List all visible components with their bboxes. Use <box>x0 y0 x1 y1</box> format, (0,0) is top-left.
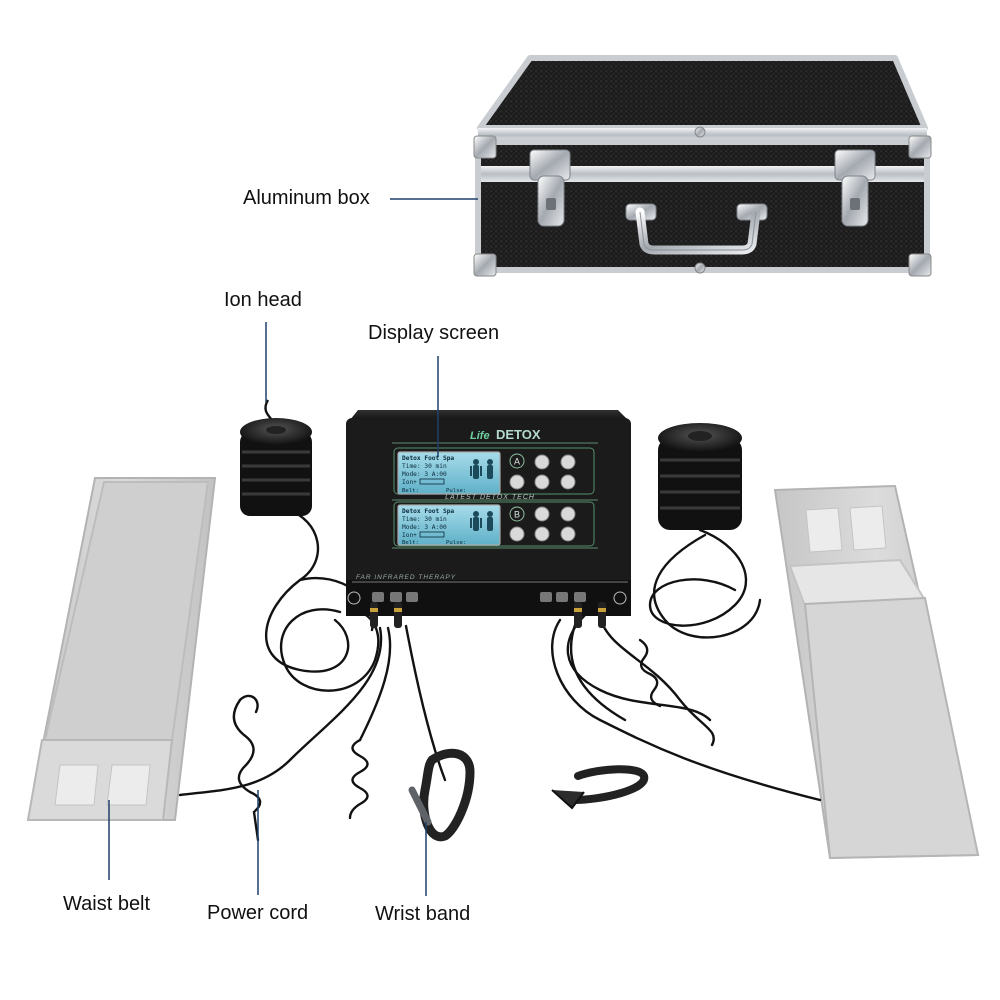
body-figure-icon <box>470 511 493 531</box>
channel-a-label: A <box>514 457 520 467</box>
button-a-1[interactable] <box>534 454 550 470</box>
brand-mark: Life <box>470 430 490 442</box>
svg-text:Pulse:: Pulse: <box>446 540 466 546</box>
bottom-strip-text: FAR INFRARED THERAPY <box>356 574 456 581</box>
cables <box>178 508 822 842</box>
connector-ports <box>347 591 627 628</box>
body-figure-icon <box>470 459 493 479</box>
lcd-screen-a: Detox Foot Spa Time: 30 min Mode: 3 A:00… <box>397 451 501 495</box>
label-display-screen: Display screen <box>368 322 500 344</box>
svg-text:Ion+: Ion+ <box>402 479 417 486</box>
svg-text:Detox Foot Spa: Detox Foot Spa <box>402 508 454 515</box>
waist-belt-left <box>26 477 217 821</box>
svg-text:Detox Foot Spa: Detox Foot Spa <box>402 455 454 462</box>
svg-text:Mode: 3 A:00: Mode: 3 A:00 <box>402 471 447 478</box>
wrist-band-left <box>408 748 475 842</box>
lcd-screen-b: Detox Foot Spa Time: 30 min Mode: 3 A:00… <box>397 504 501 546</box>
button-a-4[interactable] <box>560 474 576 490</box>
svg-text:Time: 30 min: Time: 30 min <box>402 463 447 470</box>
case-latch-left <box>529 149 571 227</box>
ion-head-right <box>658 423 742 530</box>
label-waist-belt: Waist belt <box>63 893 151 915</box>
svg-text:Belt:: Belt: <box>402 488 419 494</box>
button-b-4[interactable] <box>560 526 576 542</box>
label-ion-head: Ion head <box>224 289 302 311</box>
button-b-2[interactable] <box>509 526 525 542</box>
wrist-band-right <box>551 765 649 810</box>
waist-belt-right <box>773 484 980 860</box>
svg-text:Time: 30 min: Time: 30 min <box>402 516 447 523</box>
button-b-power[interactable] <box>560 506 576 522</box>
detox-device: Life DETOX Detox Foot Spa Time: 30 min M… <box>346 410 631 628</box>
svg-text:Belt:: Belt: <box>402 540 419 546</box>
label-aluminum-box: Aluminum box <box>243 187 370 209</box>
case-latch-right <box>834 149 876 227</box>
svg-text:Ion+: Ion+ <box>402 532 417 539</box>
label-wrist-band: Wrist band <box>375 903 471 925</box>
button-a-2[interactable] <box>509 474 525 490</box>
button-b-1[interactable] <box>534 506 550 522</box>
case-handle <box>625 203 768 255</box>
button-a-3[interactable] <box>534 474 550 490</box>
brand-name: DETOX <box>496 427 541 442</box>
channel-b-label: B <box>514 510 520 520</box>
label-power-cord: Power cord <box>207 902 309 924</box>
button-b-3[interactable] <box>534 526 550 542</box>
ion-head-left <box>240 399 312 516</box>
svg-text:Pulse:: Pulse: <box>446 488 466 494</box>
aluminum-case <box>473 55 932 277</box>
middle-strip-text: LATEST DETOX TECH <box>445 494 535 501</box>
button-a-power[interactable] <box>560 454 576 470</box>
svg-text:Mode: 3 A:00: Mode: 3 A:00 <box>402 524 447 531</box>
callout-leader-lines <box>108 198 478 896</box>
